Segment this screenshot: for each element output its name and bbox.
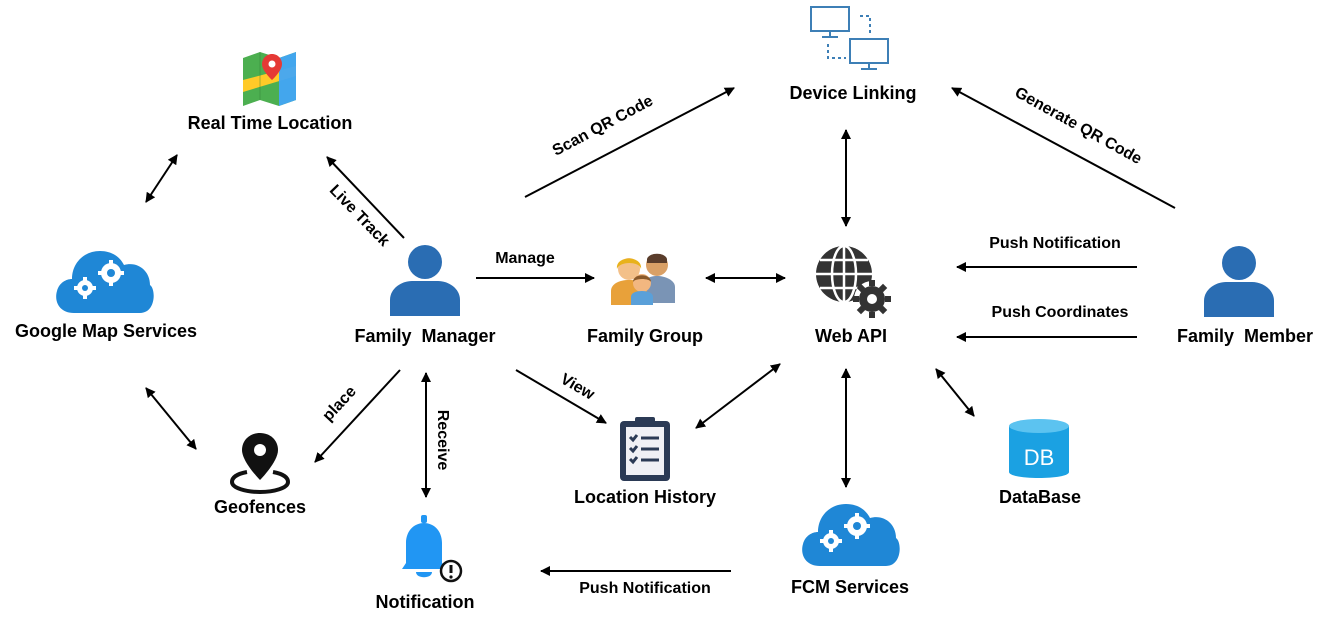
cloud-gears-icon [802,504,900,566]
node-family-manager: Family Manager [354,326,495,346]
cloud-gears-icon [56,251,154,313]
clipboard-icon [620,417,670,481]
edge-label-push-notification-fcm: Push Notification [579,580,711,597]
edge-scan-qr-code [524,87,735,198]
globe-gear-icon [816,244,891,318]
edge-label-receive: Receive [434,410,451,471]
edge-google-map-geofences [145,387,197,450]
family-group-icon [611,253,675,305]
edge-label-scan-qr-code: Scan QR Code [550,92,656,159]
edge-location-history-web-api [695,363,781,429]
edge-generate-qr-code [951,87,1176,209]
node-google-map-services: Google Map Services [15,321,197,341]
edge-label-manage: Manage [495,250,555,267]
edge-view [515,369,607,424]
node-real-time-location: Real Time Location [188,113,353,133]
db-badge-text: DB [1024,445,1055,470]
edge-realtime-google-map [145,154,178,203]
person-icon [390,245,460,316]
person-icon [1204,246,1274,317]
node-family-member: Family Member [1177,326,1313,346]
node-family-group: Family Group [587,326,703,346]
device-link-icon [810,6,889,70]
node-web-api: Web API [815,326,887,346]
edge-place [314,369,401,463]
node-device-linking: Device Linking [789,83,916,103]
node-fcm-services: FCM Services [791,577,909,597]
database-icon: DB [1009,419,1069,478]
edge-label-push-coordinates: Push Coordinates [992,304,1129,321]
node-location-history: Location History [574,487,716,507]
node-notification: Notification [376,592,475,612]
node-database: DataBase [999,487,1081,507]
location-pin-icon [229,433,291,495]
edge-web-api-database [935,368,975,417]
map-icon [243,52,296,106]
edge-label-push-notification-member: Push Notification [989,235,1121,252]
node-geofences: Geofences [214,497,306,517]
bell-alert-icon [402,515,463,583]
edge-live-track [326,156,405,239]
